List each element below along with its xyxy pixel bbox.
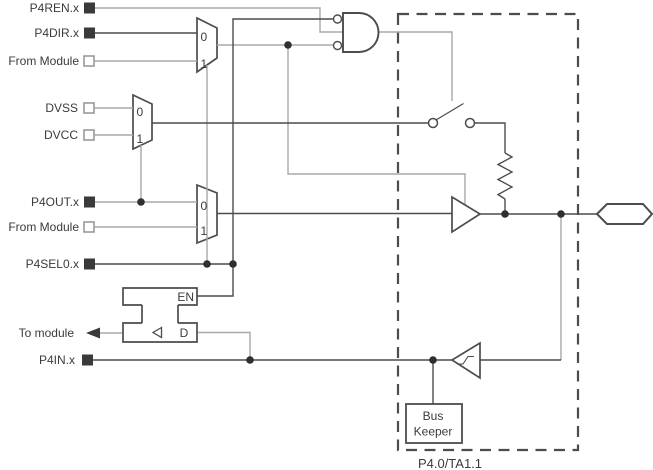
label-p4dir: P4DIR.x	[34, 26, 79, 40]
pull-resistor	[496, 152, 514, 200]
p4dir-bit-square	[84, 27, 95, 39]
inverter-bubble-icon	[332, 40, 343, 51]
to-module-arrow-icon	[86, 327, 100, 339]
junction-dot	[284, 41, 292, 49]
label-p4in: P4IN.x	[39, 353, 75, 367]
pull-mux-in0-label: 0	[137, 105, 144, 119]
p4out-mux-in1-label: 1	[201, 224, 208, 238]
and-gate	[342, 12, 380, 53]
latch-data-label: D	[180, 326, 189, 340]
wire-latch-d-output	[197, 331, 251, 360]
latch-enable-block	[122, 287, 198, 306]
label-dvss: DVSS	[45, 101, 78, 115]
p4out-bit-square	[84, 196, 95, 208]
junction-dot	[246, 356, 254, 364]
junction-dot	[137, 198, 145, 206]
wire-output-buffer-enable	[287, 45, 466, 205]
p4dir-mux	[196, 16, 218, 74]
p4dir-mux-in1-label: 1	[201, 57, 208, 71]
latch-neck	[141, 305, 179, 323]
junction-dot	[501, 210, 509, 218]
label-from-module-out: From Module	[8, 220, 79, 234]
label-p4out: P4OUT.x	[31, 195, 79, 209]
bus-keeper-label-line1: Bus	[423, 409, 444, 423]
label-p4sel0: P4SEL0.x	[26, 257, 79, 271]
from-module-port-square	[83, 221, 95, 233]
latch-enable-label: EN	[177, 290, 194, 304]
bus-keeper-label-line2: Keeper	[414, 425, 453, 439]
wire-p4sel0-riser	[197, 18, 334, 297]
io-pad	[595, 203, 653, 225]
p4sel0-bit-square	[84, 258, 95, 270]
junction-dot	[429, 356, 437, 364]
output-buffer	[451, 195, 482, 234]
latch-data-block	[122, 322, 198, 343]
switch-contact	[464, 117, 476, 129]
junction-dot	[203, 260, 211, 268]
wire-p4ren	[95, 7, 343, 33]
label-from-module-dir: From Module	[8, 54, 79, 68]
wire-switch-to-resistor	[474, 122, 506, 153]
label-to-module: To module	[19, 326, 75, 340]
p4in-bit-square	[82, 354, 93, 366]
p4dir-mux-in0-label: 0	[201, 30, 208, 44]
label-p4ren: P4REN.x	[30, 1, 79, 15]
bus-keeper-box	[405, 403, 463, 444]
label-dvcc: DVCC	[44, 128, 78, 142]
dvcc-port-square	[83, 129, 95, 141]
p4out-mux-in0-label: 0	[201, 199, 208, 213]
pull-select-mux	[132, 93, 153, 151]
wire-and-output-switch-control	[378, 31, 453, 101]
switch-lever	[435, 102, 464, 121]
clock-edge-icon	[151, 326, 163, 339]
junction-dot	[229, 260, 237, 268]
pin-caption: P4.0/TA1.1	[418, 456, 482, 470]
hysteresis-icon	[457, 355, 474, 365]
inverter-bubble-icon	[332, 14, 343, 24]
switch-contact	[427, 117, 439, 129]
from-module-port-square	[83, 55, 95, 67]
pin-cell-dashed-boundary	[396, 12, 580, 452]
schmitt-trigger	[450, 341, 481, 380]
p4ren-bit-square	[84, 2, 95, 14]
junction-dot	[557, 210, 565, 218]
dvss-port-square	[83, 102, 95, 114]
pull-mux-in1-label: 1	[137, 132, 144, 146]
